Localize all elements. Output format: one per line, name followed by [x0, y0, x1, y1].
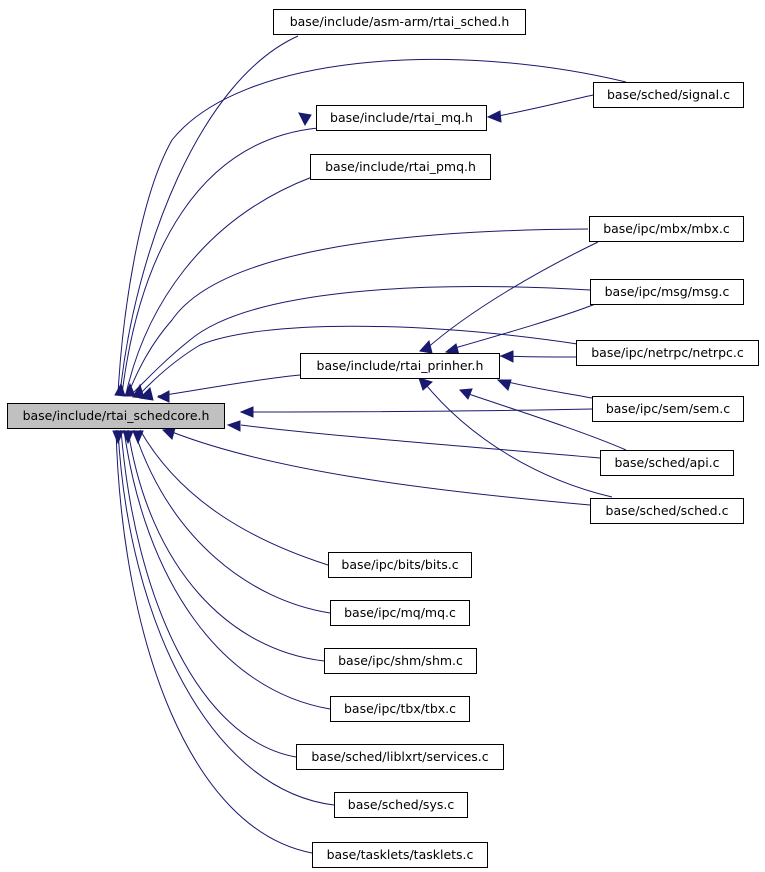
arrowhead-root-2	[124, 382, 136, 397]
node-tasklets-tasklets-c[interactable]: base/tasklets/tasklets.c	[312, 842, 488, 868]
node-sched-sys-c[interactable]: base/sched/sys.c	[334, 792, 468, 818]
arrowhead-prinher-5	[418, 377, 433, 391]
node-sched-sched-c[interactable]: base/sched/sched.c	[590, 498, 744, 524]
arrowhead-root-7	[132, 430, 144, 445]
edge-mbx-to-prinher	[424, 241, 599, 351]
node-rtai-pmq-h[interactable]: base/include/rtai_pmq.h	[310, 154, 491, 180]
edge-api-to-root	[240, 424, 601, 459]
edge-services-to-root	[120, 429, 297, 758]
edge-sched-to-root	[171, 431, 591, 506]
node-ipc-shm-shm-c[interactable]: base/ipc/shm/shm.c	[324, 648, 477, 674]
arrowhead-root-3	[132, 383, 145, 399]
arrowhead-root-1	[114, 382, 126, 397]
node-ipc-netrpc-netrpc-c[interactable]: base/ipc/netrpc/netrpc.c	[576, 340, 759, 366]
edge-shm-to-root	[127, 429, 325, 662]
arrowhead-prinher-3	[496, 379, 512, 391]
edge-mq-to-root	[133, 429, 331, 614]
arrowhead-prinher-1	[419, 339, 433, 354]
edge-signal-to-rtai-mq	[497, 94, 594, 117]
arrowhead-prinher-4	[458, 388, 473, 400]
node-rtai-prinher-h[interactable]: base/include/rtai_prinher.h	[300, 353, 500, 379]
arrowhead-root-sem	[239, 406, 254, 418]
edge-msg-to-root	[131, 286, 591, 395]
node-ipc-tbx-tbx-c[interactable]: base/ipc/tbx/tbx.c	[330, 696, 470, 722]
arrowhead-rtai-mq-signal	[486, 110, 502, 123]
node-ipc-sem-sem-c[interactable]: base/ipc/sem/sem.c	[592, 396, 744, 422]
edge-asm-arm-to-root	[119, 35, 299, 395]
node-ipc-mbx-mbx-c[interactable]: base/ipc/mbx/mbx.c	[589, 216, 744, 242]
edge-sem-to-root	[240, 408, 593, 413]
edge-signal-to-root	[117, 58, 627, 395]
edge-tasklets-to-root	[115, 429, 313, 854]
arrowhead-root-prinher	[156, 390, 170, 403]
node-ipc-msg-msg-c[interactable]: base/ipc/msg/msg.c	[590, 279, 744, 305]
edge-netrpc-to-root	[137, 325, 585, 397]
node-sched-liblxrt-services-c[interactable]: base/sched/liblxrt/services.c	[296, 744, 504, 770]
edge-mbx-to-root	[127, 228, 589, 395]
edge-sched-to-prinher	[421, 379, 613, 498]
node-sched-signal-c[interactable]: base/sched/signal.c	[593, 82, 744, 108]
arrowhead-root-api	[226, 420, 241, 432]
edge-bits-to-root	[139, 429, 329, 566]
edge-sem-to-prinher	[499, 379, 593, 399]
node-rtai-schedcore-h-root: base/include/rtai_schedcore.h	[7, 403, 225, 429]
arrowhead-root-5	[112, 430, 124, 445]
node-asm-arm-rtai-sched-h[interactable]: base/include/asm-arm/rtai_sched.h	[273, 9, 526, 35]
edge-prinher-to-root	[157, 374, 301, 397]
arrowhead-prinher-netrpc	[499, 350, 514, 363]
arrowhead-rtai-mq	[298, 112, 312, 127]
edge-rtai-pmq-to-root	[125, 176, 313, 395]
arrowhead-root-sched	[161, 427, 176, 440]
edge-sys-to-root	[117, 429, 335, 806]
edge-tbx-to-root	[123, 429, 331, 710]
arrowhead-root-4	[138, 387, 154, 401]
edge-api-to-prinher	[462, 391, 627, 451]
node-ipc-mq-mq-c[interactable]: base/ipc/mq/mq.c	[330, 600, 470, 626]
node-sched-api-c[interactable]: base/sched/api.c	[600, 450, 734, 476]
node-ipc-bits-bits-c[interactable]: base/ipc/bits/bits.c	[328, 552, 472, 578]
node-rtai-mq-h[interactable]: base/include/rtai_mq.h	[316, 105, 487, 131]
arrowhead-root-6	[122, 430, 134, 445]
edge-rtai-mq-to-root	[121, 127, 319, 395]
edge-msg-to-prinher	[447, 302, 599, 351]
